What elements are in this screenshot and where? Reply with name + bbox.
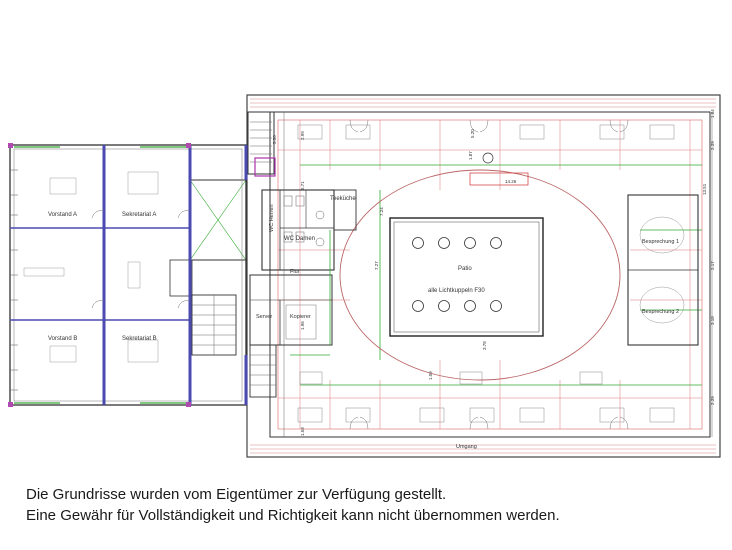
dim-1351: 13.51 xyxy=(702,183,707,195)
disclaimer-line-1: Die Grundrisse wurden vom Eigentümer zur… xyxy=(26,486,447,503)
dim-1426: 14.26 xyxy=(505,179,517,184)
room-label-kopierer: Kopierer xyxy=(290,314,311,320)
ellipse-outline xyxy=(339,169,621,381)
dim-109: 1.09 xyxy=(428,371,433,380)
green-lines xyxy=(300,164,702,386)
room-label-server: Server xyxy=(256,314,272,320)
room-label-wc-herren: WC Herren xyxy=(269,204,275,232)
central-core xyxy=(247,111,357,398)
disclaimer-line-2: Eine Gewähr für Vollständigkeit und Rich… xyxy=(26,507,560,524)
desks-top xyxy=(297,124,675,140)
right-building xyxy=(246,94,721,458)
room-label-flur: Flur xyxy=(290,269,300,275)
dim-378: 3.78 xyxy=(482,341,487,350)
stair-entry xyxy=(169,179,247,356)
red-grid xyxy=(278,120,702,429)
dim-318: 3.18 xyxy=(710,316,715,325)
skylight-circles xyxy=(412,237,502,312)
dim-558: 5.58 xyxy=(272,135,277,144)
room-label-wc-damen: WC Damen xyxy=(284,236,315,242)
room-label-sekretariat-a: Sekretariat A xyxy=(122,212,156,218)
patio-outline xyxy=(389,217,544,337)
dim-187: 1.87 xyxy=(468,151,473,160)
dim-727: 7.27 xyxy=(374,261,379,270)
dimension-lines-right xyxy=(283,112,713,437)
dim-520: 5.20 xyxy=(470,129,475,138)
blue-walls xyxy=(102,145,248,405)
room-label-besprechung-1: Besprechung 1 xyxy=(642,239,679,245)
roof-hatch-bottom xyxy=(250,444,716,454)
room-label-teekueche: Teeküche xyxy=(330,196,356,202)
left-wing xyxy=(8,143,248,407)
floor-plan: Vorstand A Sekretariat A Vorstand B Sekr… xyxy=(8,94,721,458)
room-label-patio: Patio xyxy=(458,266,472,272)
room-labels: Vorstand A Sekretariat A Vorstand B Sekr… xyxy=(48,196,679,450)
dim-724: 7.24 xyxy=(379,207,384,216)
desks-bottom xyxy=(297,371,675,423)
door-swings xyxy=(349,119,629,430)
dim-184: 1.84 xyxy=(710,109,715,118)
disclaimer-caption: Die Grundrisse wurden vom Eigentümer zur… xyxy=(26,484,716,526)
roof-hatch-top xyxy=(250,98,716,108)
room-label-lichtkuppeln: alle Lichtkuppeln F30 xyxy=(428,288,485,294)
dimension-labels: 5.58 2.99 1.87 5.20 1.84 2.39 5.71 7.24 … xyxy=(272,109,715,436)
dim-571: 5.71 xyxy=(300,181,305,190)
dim-217: 2.17 xyxy=(710,261,715,270)
room-label-sekretariat-b: Sekretariat B xyxy=(122,336,157,342)
room-label-besprechung-2: Besprechung 2 xyxy=(642,309,679,315)
room-label-vorstand-b: Vorstand B xyxy=(48,336,77,342)
room-label-umgang: Umgang xyxy=(456,444,477,450)
dim-158: 1.58 xyxy=(300,427,305,436)
dim-299: 2.99 xyxy=(300,131,305,140)
dim-239-b: 2.39 xyxy=(710,396,715,405)
room-label-vorstand-a: Vorstand A xyxy=(48,212,77,218)
dim-196: 1.96 xyxy=(300,321,305,330)
purple-corners xyxy=(8,143,191,407)
dim-239-a: 2.39 xyxy=(710,141,715,150)
left-furniture xyxy=(23,171,159,363)
